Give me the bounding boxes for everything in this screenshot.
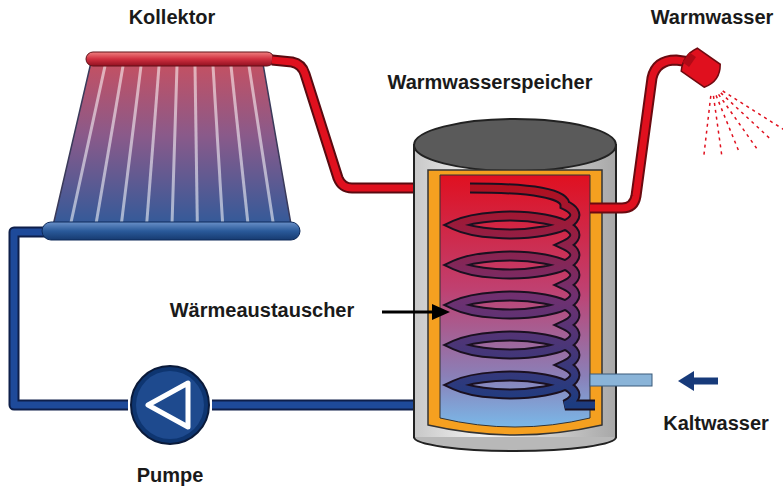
- part-label: Pumpe: [137, 464, 204, 486]
- collector-fin: [195, 66, 197, 224]
- part-label: Kaltwasser: [663, 412, 769, 434]
- part-label: Wärmeaustauscher: [170, 299, 355, 321]
- part-label: Warmwasser: [651, 6, 774, 28]
- water-spray: [721, 93, 772, 140]
- collector-fin: [147, 66, 159, 224]
- collector-fin: [96, 66, 123, 224]
- part-label: Kollektor: [129, 6, 216, 28]
- collector-fin: [231, 66, 248, 224]
- heat-exchanger-coil: [455, 188, 595, 405]
- collector-fin: [213, 66, 223, 224]
- part-label: Warmwasserspeicher: [388, 71, 593, 93]
- water-spray: [719, 94, 757, 148]
- water-spray: [713, 96, 721, 157]
- collector-fin: [121, 66, 141, 224]
- collector-fin: [172, 66, 177, 224]
- water-spray: [723, 91, 783, 130]
- coil-outline: [455, 188, 595, 405]
- water-spray: [704, 96, 711, 157]
- collector-fin: [249, 66, 273, 224]
